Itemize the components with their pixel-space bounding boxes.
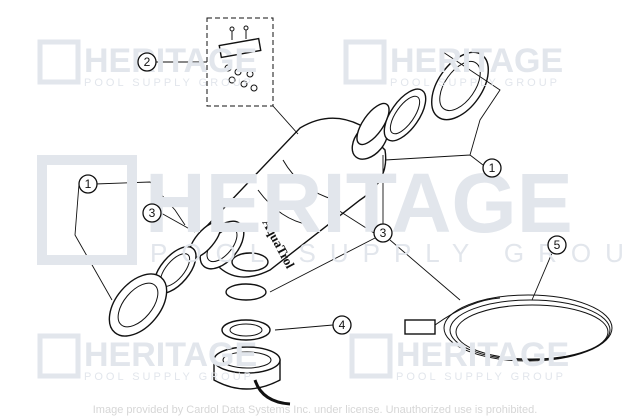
svg-text:4: 4 <box>339 318 346 332</box>
copyright-footer: Image provided by Cardol Data Systems In… <box>92 404 538 416</box>
svg-text:1: 1 <box>489 161 496 175</box>
callout-1-right: 1 <box>482 158 502 178</box>
svg-text:1: 1 <box>85 177 92 191</box>
svg-text:2: 2 <box>144 55 151 69</box>
bottom-union-parts <box>213 283 291 406</box>
svg-text:POOL SUPPLY GROUP: POOL SUPPLY GROUP <box>396 371 566 383</box>
leader-lines <box>74 49 553 331</box>
svg-text:POOL SUPPLY GROUP: POOL SUPPLY GROUP <box>84 77 254 89</box>
left-union-parts <box>108 221 222 337</box>
watermark-top-right: HERITAGE POOL SUPPLY GROUP <box>343 39 563 89</box>
svg-text:HERITAGE: HERITAGE <box>145 156 573 250</box>
svg-text:HERITAGE: HERITAGE <box>390 42 563 80</box>
svg-text:HERITAGE: HERITAGE <box>396 336 569 374</box>
watermark-center: HERITAGE POOL SUPPLY GROUP <box>37 155 630 268</box>
callout-1-left: 1 <box>78 174 98 194</box>
callout-5: 5 <box>547 235 567 255</box>
svg-text:5: 5 <box>554 238 561 252</box>
callout-2: 2 <box>137 52 157 72</box>
svg-text:HERITAGE: HERITAGE <box>84 336 257 374</box>
callout-3-left: 3 <box>142 203 162 223</box>
svg-text:POOL SUPPLY GROUP: POOL SUPPLY GROUP <box>390 77 560 89</box>
cell-body: AquaTrol <box>199 117 389 278</box>
svg-text:3: 3 <box>149 206 156 220</box>
watermark-top-left: HERITAGE POOL SUPPLY GROUP <box>37 39 257 89</box>
callout-3-center: 3 <box>373 223 393 243</box>
hardware-kit <box>206 17 274 107</box>
svg-text:POOL SUPPLY GROUP: POOL SUPPLY GROUP <box>84 371 254 383</box>
power-cable <box>404 294 613 362</box>
watermark-bottom-right: HERITAGE POOL SUPPLY GROUP <box>349 333 569 383</box>
callout-4: 4 <box>332 315 352 335</box>
watermark-bottom-left: HERITAGE POOL SUPPLY GROUP <box>37 333 257 383</box>
svg-text:3: 3 <box>380 226 387 240</box>
right-union-parts <box>356 51 489 146</box>
svg-text:HERITAGE: HERITAGE <box>84 42 257 80</box>
